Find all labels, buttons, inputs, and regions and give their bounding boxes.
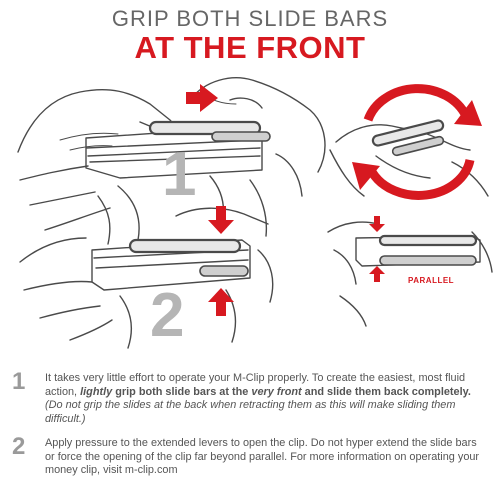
parallel-clip-top bbox=[378, 234, 478, 247]
parallel-down-arrow-icon bbox=[369, 216, 385, 232]
rotate-clip-bar bbox=[391, 135, 445, 157]
rotate-arrow-top-icon bbox=[363, 84, 471, 122]
rotate-clip-body bbox=[371, 119, 445, 147]
big-numeral-1: 1 bbox=[162, 140, 196, 209]
panel-2-clip-lever bbox=[199, 265, 249, 277]
instruction-illustration: .ln { fill: none; stroke-width: 1.4; str… bbox=[17, 77, 493, 350]
step-1-text: It takes very little effort to operate y… bbox=[45, 372, 485, 426]
panel-2-clip-body bbox=[128, 238, 242, 254]
step-1-number: 1 bbox=[12, 368, 26, 395]
press-down-arrow-icon bbox=[208, 206, 234, 234]
panel-2-illustration: 2 bbox=[19, 206, 274, 350]
parallel-clip-bottom bbox=[379, 255, 477, 266]
parallel-hand-outline bbox=[327, 221, 493, 327]
step-1-emphasis-lightly: lightly bbox=[80, 385, 113, 398]
header-subtitle: GRIP BOTH SLIDE BARS bbox=[111, 6, 389, 31]
panel-rotate-illustration bbox=[329, 84, 489, 200]
step-1-emphasis-very-front: very front bbox=[251, 385, 302, 398]
panel-2-right-hand bbox=[119, 207, 274, 349]
step-2-text: Apply pressure to the extended levers to… bbox=[45, 437, 480, 476]
parallel-up-arrow-icon bbox=[369, 266, 385, 282]
left-hand-outline bbox=[17, 89, 174, 231]
step-1-bold-2: and slide them back completely. bbox=[301, 385, 471, 398]
step-1-note: (Do not grip the slides at the back when… bbox=[45, 399, 456, 425]
lower-hand-outline bbox=[97, 175, 225, 245]
clip-body bbox=[148, 120, 262, 136]
push-arrow-icon bbox=[186, 84, 218, 112]
rotate-arrow-bottom-icon bbox=[368, 158, 475, 200]
panel-1-illustration: 1 bbox=[17, 77, 326, 245]
step-1-text-intro: It takes very little effort to operate y… bbox=[45, 372, 466, 398]
press-up-arrow-icon bbox=[208, 288, 234, 316]
rotate-arrow-top-head bbox=[454, 100, 482, 126]
step-2-number: 2 bbox=[12, 433, 26, 460]
right-hand-outline bbox=[189, 77, 326, 237]
big-numeral-2: 2 bbox=[150, 281, 184, 350]
parallel-label: PARALLEL bbox=[408, 276, 455, 285]
card-stack bbox=[85, 127, 263, 179]
clip-slide-bar bbox=[211, 131, 271, 142]
panel-2-left-hand bbox=[19, 237, 113, 341]
left-hand-detail bbox=[59, 132, 119, 151]
step-1-bold-1: grip both slide bars at the bbox=[112, 385, 252, 398]
rotate-arrow-bottom-head bbox=[352, 162, 380, 190]
header-title: AT THE FRONT bbox=[134, 30, 366, 65]
panel-parallel-illustration bbox=[327, 216, 493, 327]
